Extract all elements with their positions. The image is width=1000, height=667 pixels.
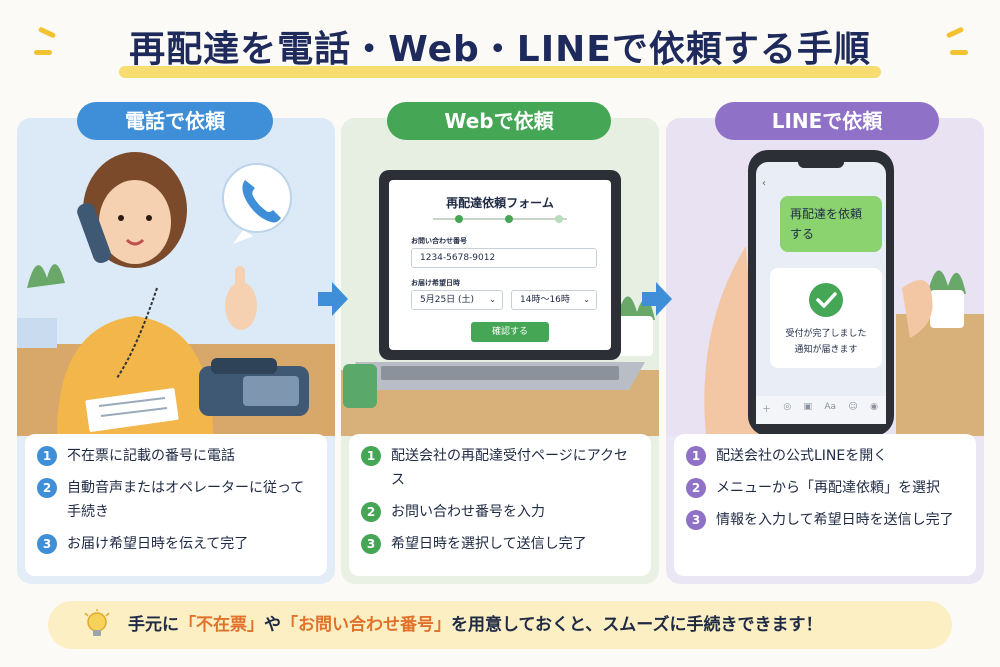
camera-icon[interactable]: ◎ (783, 402, 792, 412)
line-panel: ‹ 再配達を依頼する 受付が完了しました 通知が届きます ＋ ◎ ▣ Aa ☺ … (666, 118, 984, 584)
arrow-right-icon (318, 282, 348, 316)
step-number: 2 (686, 478, 706, 498)
spark-decoration (950, 50, 968, 55)
form-title: 再配達依頼フォーム (446, 196, 554, 210)
chevron-down-icon: ⌄ (489, 295, 496, 304)
page-title: 再配達を電話・Web・LINEで依頼する手順 (119, 14, 881, 80)
reply-card: 受付が完了しました 通知が届きます (770, 268, 882, 368)
line-step: 1 配送会社の公式LINEを開く (686, 444, 964, 468)
step-text: 配送会社の公式LINEを開く (716, 448, 888, 464)
phone-steps: 1 不在票に記載の番号に電話 2 自動音声またはオペレーターに従って手続き 3 … (25, 434, 327, 576)
step-number: 1 (37, 446, 57, 466)
spark-decoration (34, 50, 52, 55)
phone-step: 3 お届け希望日時を伝えて完了 (37, 532, 315, 556)
inquiry-number-label: お問い合わせ番号 (411, 237, 467, 245)
redelivery-form: 再配達依頼フォーム お問い合わせ番号 1234-5678-9012 お届け希望日… (389, 180, 611, 350)
step-number: 1 (686, 446, 706, 466)
arrow-right-icon (642, 282, 672, 316)
tip-highlight: 「不在票」 (179, 615, 264, 635)
svg-text:‹: ‹ (762, 178, 766, 189)
reply-text: 受付が完了しました 通知が届きます (785, 329, 867, 355)
step-text: 情報を入力して希望日時を送信し完了 (716, 512, 954, 528)
step-number: 3 (361, 534, 381, 554)
step-text: 不在票に記載の番号に電話 (67, 448, 235, 464)
step-text: お届け希望日時を伝えて完了 (67, 536, 249, 552)
step-text: 希望日時を選択して送信し完了 (391, 536, 587, 552)
step-text: 配送会社の再配達受付ページにアクセス (391, 448, 629, 488)
line-step: 2 メニューから「再配達依頼」を選択 (686, 476, 964, 500)
step-text: メニューから「再配達依頼」を選択 (716, 480, 940, 496)
message-input[interactable]: Aa (824, 402, 837, 412)
line-section-label: LINEで依頼 (715, 102, 939, 140)
check-circle-icon (809, 283, 843, 317)
web-panel: 再配達依頼フォーム お問い合わせ番号 1234-5678-9012 お届け希望日… (341, 118, 659, 584)
phone-section-label: 電話で依頼 (77, 102, 273, 140)
tip-text: 手元に「不在票」や「お問い合わせ番号」を用意しておくと、スムーズに手続きできます… (128, 615, 823, 635)
web-step: 2 お問い合わせ番号を入力 (361, 500, 639, 524)
step-text: お問い合わせ番号を入力 (391, 504, 545, 520)
mic-icon[interactable]: ◉ (870, 402, 878, 412)
inquiry-number-input[interactable]: 1234-5678-9012 (411, 248, 597, 268)
phone-panel: 1 不在票に記載の番号に電話 2 自動音声またはオペレーターに従って手続き 3 … (17, 118, 335, 584)
confirm-button[interactable]: 確認する (471, 322, 549, 342)
phone-step: 1 不在票に記載の番号に電話 (37, 444, 315, 468)
phone-call-illustration (17, 118, 335, 436)
step-number: 3 (37, 534, 57, 554)
user-message-bubble: 再配達を依頼する (780, 196, 882, 252)
time-select[interactable]: 14時〜16時 ⌄ (511, 290, 597, 310)
step-number: 2 (361, 502, 381, 522)
delivery-datetime-label: お届け希望日時 (411, 279, 460, 287)
tip-highlight: 「お問い合わせ番号」 (281, 615, 451, 635)
web-section-label: Webで依頼 (387, 102, 611, 140)
step-number: 3 (686, 510, 706, 530)
title-area: 再配達を電話・Web・LINEで依頼する手順 (0, 14, 1000, 86)
tip-banner: 手元に「不在票」や「お問い合わせ番号」を用意しておくと、スムーズに手続きできます… (48, 601, 952, 649)
web-step: 3 希望日時を選択して送信し完了 (361, 532, 639, 556)
image-icon[interactable]: ▣ (803, 402, 813, 412)
web-step: 1 配送会社の再配達受付ページにアクセス (361, 444, 639, 492)
web-steps: 1 配送会社の再配達受付ページにアクセス 2 お問い合わせ番号を入力 3 希望日… (349, 434, 651, 576)
phone-step: 2 自動音声またはオペレーターに従って手続き (37, 476, 315, 524)
step-number: 1 (361, 446, 381, 466)
lightbulb-icon (84, 609, 110, 636)
chevron-down-icon: ⌄ (583, 295, 590, 304)
line-steps: 1 配送会社の公式LINEを開く 2 メニューから「再配達依頼」を選択 3 情報… (674, 434, 976, 576)
date-select[interactable]: 5月25日 (土) ⌄ (411, 290, 503, 310)
emoji-icon[interactable]: ☺ (848, 402, 858, 412)
chat-input-bar[interactable]: ＋ ◎ ▣ Aa ☺ ◉ (762, 402, 878, 418)
step-number: 2 (37, 478, 57, 498)
form-progress-steps (433, 215, 567, 223)
step-text: 自動音声またはオペレーターに従って手続き (67, 480, 305, 520)
line-step: 3 情報を入力して希望日時を送信し完了 (686, 508, 964, 532)
plus-icon[interactable]: ＋ (762, 405, 772, 415)
